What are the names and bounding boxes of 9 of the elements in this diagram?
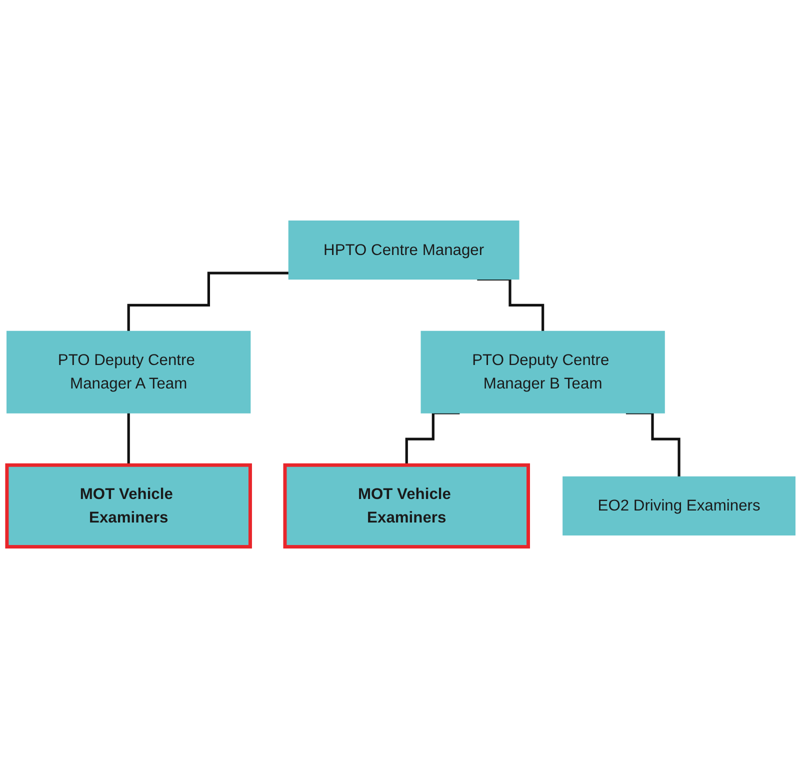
node-box: EO2 Driving Examiners — [562, 476, 796, 536]
connector — [477, 278, 544, 333]
connector — [127, 272, 289, 333]
node-box: PTO Deputy Centre Manager B Team — [420, 331, 665, 414]
node-box: MOT Vehicle Examiners — [283, 464, 530, 549]
node-box: HPTO Centre Manager — [288, 220, 520, 280]
connector — [626, 412, 680, 478]
node-box: PTO Deputy Centre Manager A Team — [6, 331, 251, 414]
node-box: MOT Vehicle Examiners — [5, 464, 252, 549]
